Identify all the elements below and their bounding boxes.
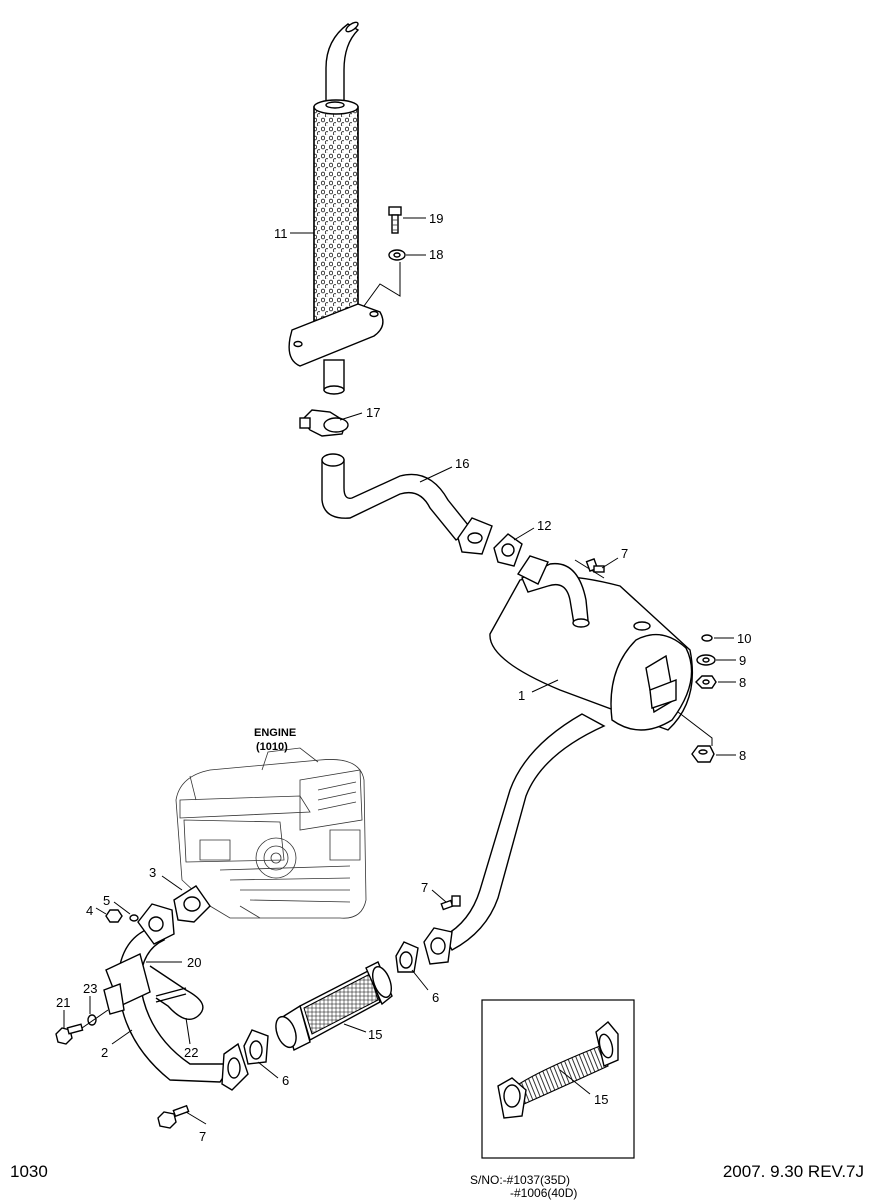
callout-23: 23: [83, 981, 97, 996]
callout-3: 3: [149, 865, 156, 880]
lower-exhaust-pipe: [423, 713, 606, 965]
callout-17: 17: [366, 405, 380, 420]
bolt-7-middle: [440, 895, 461, 911]
callout-16: 16: [455, 456, 469, 471]
bolt-21: [55, 1023, 84, 1045]
callout-11: 11: [274, 226, 288, 241]
washer-9: [696, 654, 716, 666]
bolt-19: [388, 206, 402, 234]
gasket-3: [173, 885, 211, 923]
washer-18: [388, 249, 406, 261]
callout-4: 4: [86, 903, 93, 918]
front-pipe-2: [103, 903, 249, 1091]
callout-20: 20: [187, 955, 201, 970]
callout-8-lower: 8: [739, 748, 746, 763]
callout-15-main: 15: [368, 1027, 382, 1042]
callout-7-middle: 7: [421, 880, 428, 895]
bolt-7-bottom: [157, 1104, 190, 1129]
engine-ref: (1010): [256, 741, 288, 753]
serial-number-line-2: -#1006(40D): [510, 1186, 578, 1200]
tail-pipe-stack: [288, 21, 384, 395]
callout-18: 18: [429, 247, 443, 262]
inset-box: [481, 999, 635, 1159]
callout-9: 9: [739, 653, 746, 668]
muffler-1: [489, 555, 694, 731]
nut-8-upper: [695, 675, 717, 689]
page-number: 1030: [10, 1162, 48, 1181]
exhaust-parts-diagram: 11 19 18 17 16 12 7 10 9 8 1 8 ENGINE (1…: [55, 21, 751, 1159]
u-bolt-22: [149, 965, 204, 1020]
nut-8-lower: [691, 745, 715, 763]
serial-number-line-1: S/NO:-#1037(35D): [470, 1173, 571, 1187]
bolt-7-top: [585, 558, 605, 573]
callout-15-inset: 15: [594, 1092, 608, 1107]
nut-4: [105, 909, 123, 923]
callout-labels: 11 19 18 17 16 12 7 10 9 8 1 8 ENGINE (1…: [56, 211, 751, 1144]
revision-date: 2007. 9.30 REV.7J: [722, 1162, 864, 1181]
nut-10: [701, 634, 713, 642]
engine-label: ENGINE: [254, 727, 296, 739]
callout-10: 10: [737, 631, 751, 646]
leader-lines: [63, 217, 736, 1125]
callout-22: 22: [184, 1045, 198, 1060]
clamp-17: [299, 409, 349, 437]
flexible-pipe-15: [275, 961, 393, 1052]
callout-19: 19: [429, 211, 443, 226]
engine-sketch: [175, 747, 367, 919]
callout-7-top: 7: [621, 546, 628, 561]
callout-7-bottom: 7: [199, 1129, 206, 1144]
callout-21: 21: [56, 995, 70, 1010]
callout-2: 2: [101, 1045, 108, 1060]
pipe-16: [321, 453, 493, 555]
gasket-6-right: [395, 941, 419, 973]
callout-6-left: 6: [282, 1073, 289, 1088]
gasket-6-left: [243, 1029, 269, 1065]
callout-5: 5: [103, 893, 110, 908]
callout-8-upper: 8: [739, 675, 746, 690]
gasket-12: [493, 533, 523, 567]
callout-1: 1: [518, 688, 525, 703]
callout-6-right: 6: [432, 990, 439, 1005]
callout-12: 12: [537, 518, 551, 533]
washer-5: [129, 914, 139, 922]
